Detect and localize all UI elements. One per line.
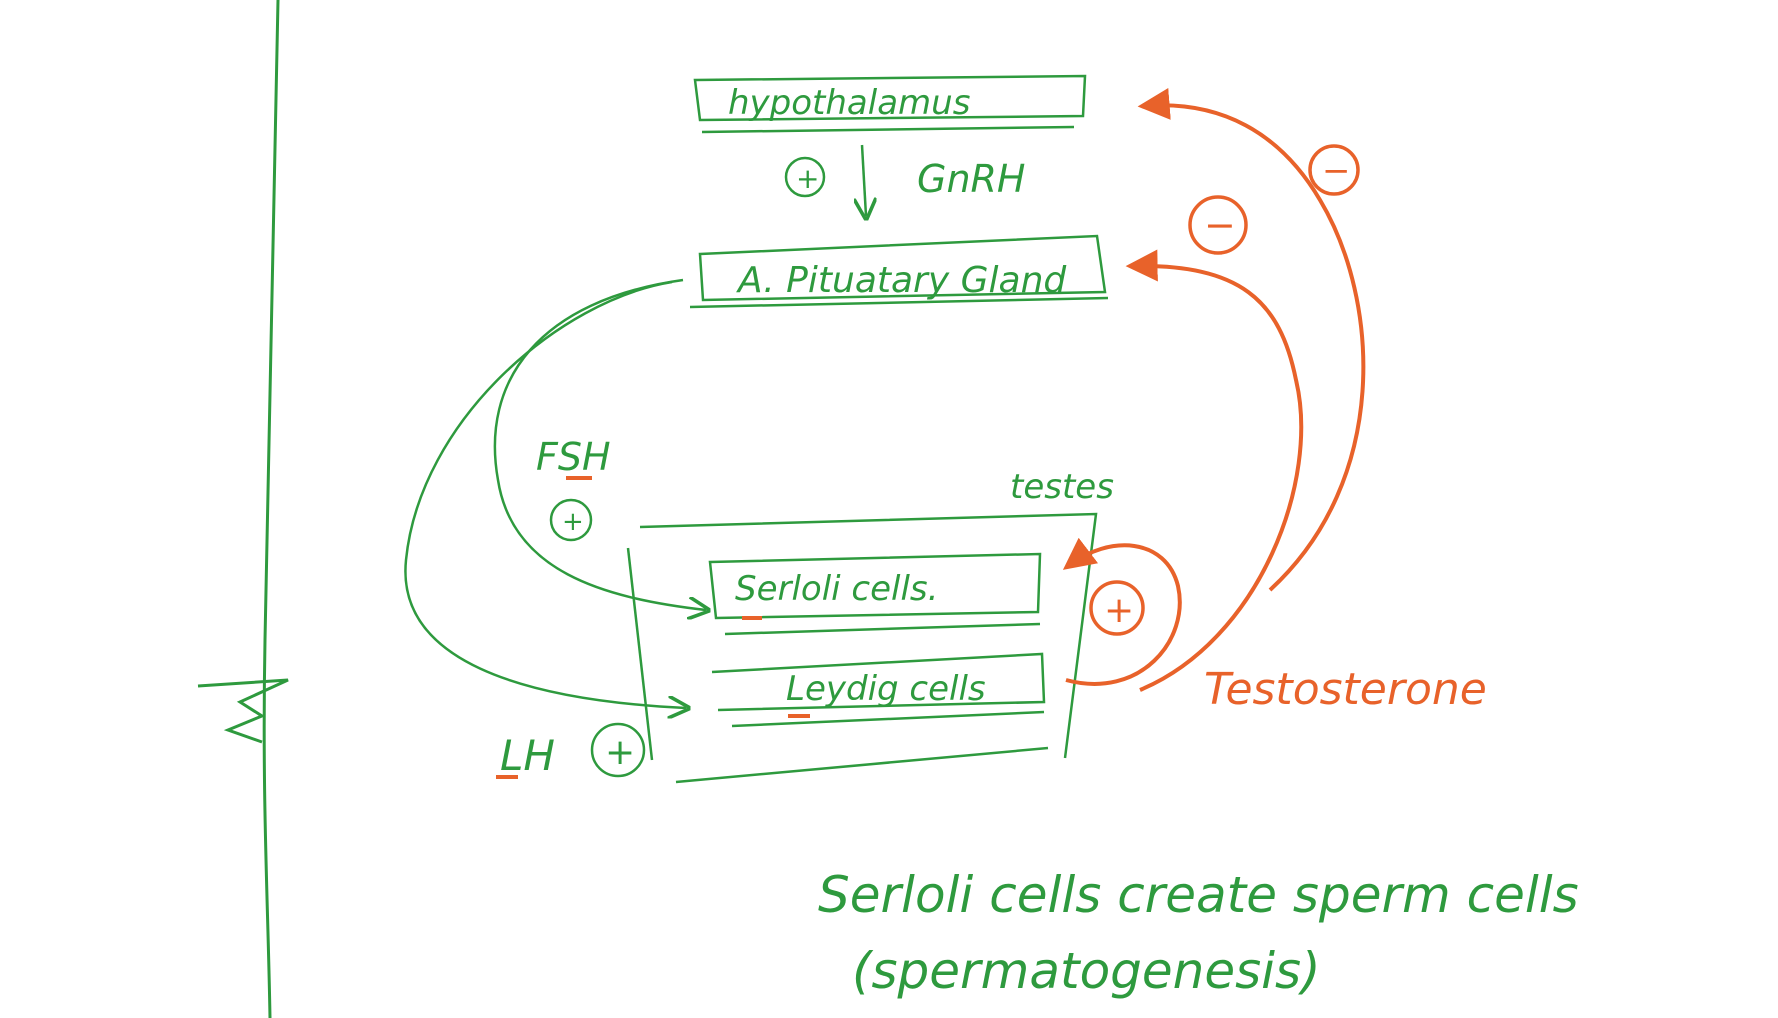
- testosterone-label: Testosterone: [1204, 664, 1487, 715]
- testes-label: testes: [1010, 467, 1114, 507]
- note-line-1: Serloli cells create sperm cells: [818, 866, 1579, 924]
- gnrh-stimulation: + GnRH: [784, 144, 1026, 216]
- lh-plus-sign: +: [605, 732, 635, 773]
- fsh-plus-circle: [549, 498, 593, 542]
- local-plus-sign: +: [1104, 590, 1134, 631]
- gnrh-plus-sign: +: [796, 162, 819, 195]
- sertoli-box: Serloli cells.: [708, 552, 1042, 636]
- divider-scribble: [197, 678, 289, 744]
- leydig-label: Leydig cells: [786, 669, 986, 709]
- fsh-label: FSH: [536, 435, 611, 479]
- hypothalamus-minus-sign: −: [1322, 151, 1351, 191]
- gnrh-arrow: [862, 144, 866, 216]
- pituitary-minus-circle: [1188, 195, 1248, 255]
- fsh-arrow: [493, 278, 706, 610]
- leydig-box: Leydig cells: [711, 652, 1046, 728]
- testosterone-to-pituitary-arrow: [1125, 249, 1304, 692]
- hypothalamus-label: hypothalamus: [728, 83, 970, 123]
- pituitary-box: A. Pituatary Gland: [689, 234, 1109, 309]
- lh-label: LH: [500, 731, 555, 780]
- page-divider-line: [262, 0, 280, 1018]
- gnrh-plus-circle: [784, 156, 826, 198]
- hypothalamus-box: hypothalamus: [693, 74, 1087, 134]
- fsh-plus-sign: +: [562, 507, 584, 537]
- gnrh-label: GnRH: [917, 157, 1026, 201]
- testes-outline: testes: [626, 467, 1114, 784]
- testosterone-to-hypothalamus-arrow: [1137, 88, 1366, 592]
- sertoli-label: Serloli cells.: [735, 569, 938, 609]
- testosterone-local-arrow: [1062, 537, 1182, 686]
- local-plus-circle: [1089, 580, 1145, 636]
- hypothalamus-minus-circle: [1308, 144, 1360, 196]
- testosterone-feedback: Testosterone + − −: [1062, 88, 1487, 715]
- note-line-2: (spermatogenesis): [852, 942, 1321, 1000]
- pituitary-minus-sign: −: [1204, 203, 1236, 247]
- pituitary-label: A. Pituatary Gland: [736, 260, 1067, 301]
- lh-plus-circle: [590, 722, 646, 778]
- lh-arrow: [404, 280, 686, 708]
